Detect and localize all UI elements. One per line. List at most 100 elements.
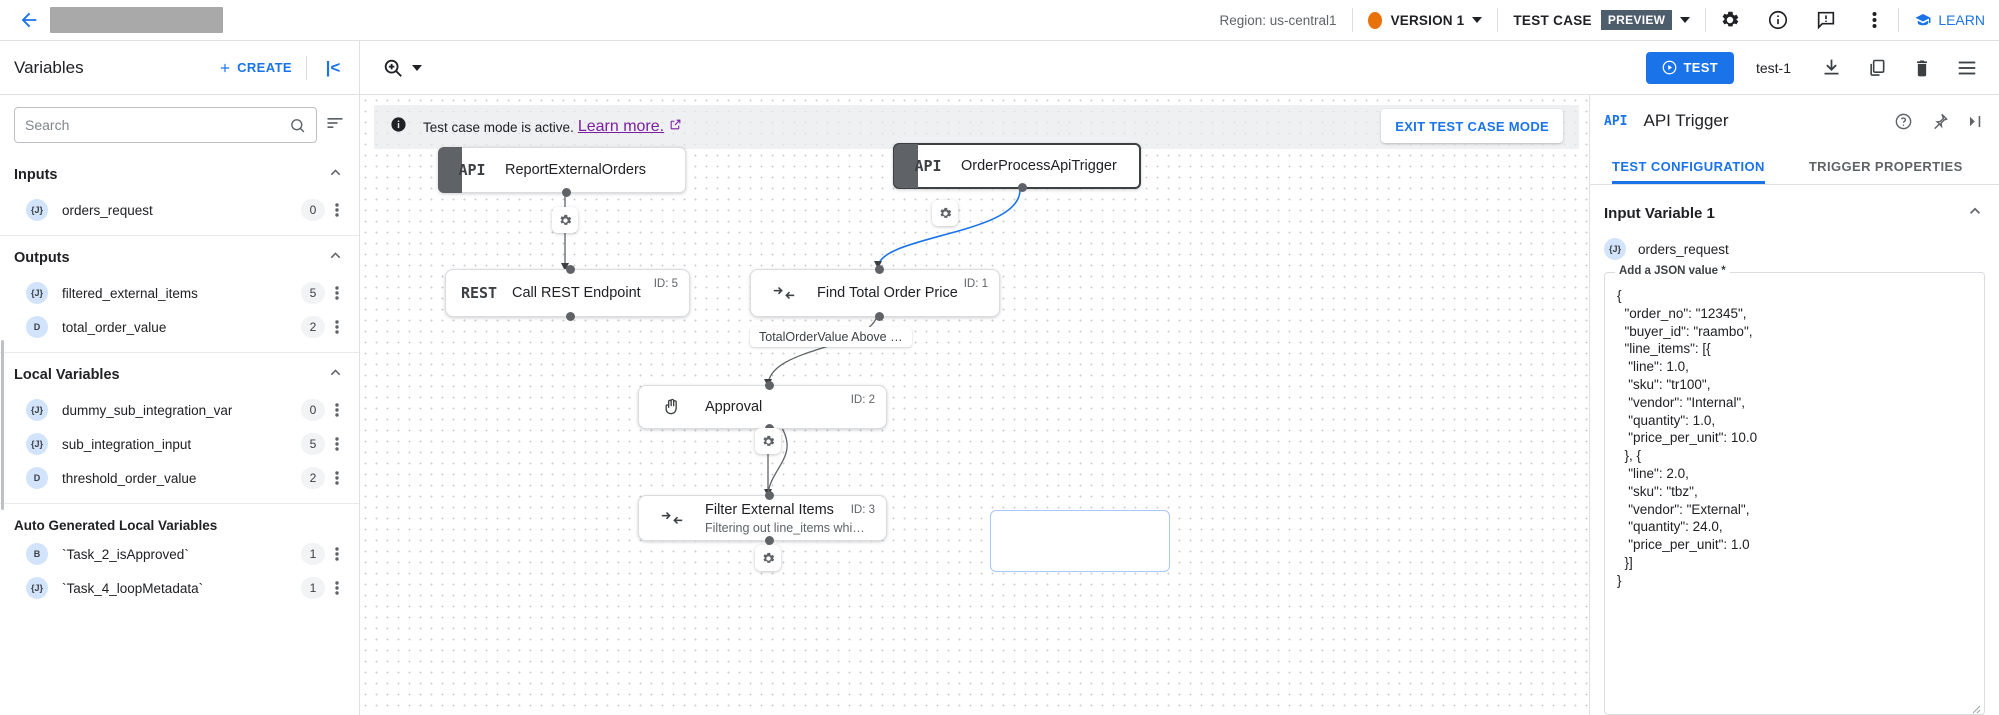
- tab-trigger-properties[interactable]: TRIGGER PROPERTIES: [1808, 159, 1963, 174]
- node-id-badge: ID: 3: [850, 504, 875, 516]
- back-arrow-icon[interactable]: [14, 5, 44, 35]
- info-icon[interactable]: [1754, 0, 1802, 40]
- chevron-up-icon[interactable]: [326, 246, 345, 270]
- auto-generated-title: Auto Generated Local Variables: [14, 518, 218, 533]
- node-approval[interactable]: Approval ID: 2: [638, 381, 887, 433]
- kebab-icon[interactable]: [325, 580, 349, 596]
- chevron-up-icon[interactable]: [1965, 201, 1985, 226]
- search-row: [0, 95, 359, 153]
- node-input-port[interactable]: [765, 381, 774, 390]
- variable-type-badge: D: [26, 316, 48, 338]
- node-input-port[interactable]: [566, 265, 575, 274]
- collapse-sidebar-button[interactable]: |<: [325, 57, 341, 77]
- learn-link[interactable]: LEARN: [1899, 11, 1985, 29]
- panel-tabs: TEST CONFIGURATION TRIGGER PROPERTIES: [1590, 147, 1999, 185]
- node-filter-external-items[interactable]: Filter External Items Filtering out line…: [638, 491, 887, 545]
- test-case-selector[interactable]: TEST CASE PREVIEW: [1498, 0, 1705, 40]
- node-output-port[interactable]: [875, 312, 884, 321]
- chevron-up-icon[interactable]: [326, 163, 345, 187]
- variable-row[interactable]: D total_order_value 2: [0, 310, 359, 344]
- create-label: CREATE: [237, 60, 292, 75]
- pin-icon[interactable]: [1921, 103, 1957, 139]
- node-output-port[interactable]: [562, 188, 571, 197]
- search-input[interactable]: [25, 117, 289, 133]
- json-value-field[interactable]: Add a JSON value * { "order_no": "12345"…: [1604, 265, 1985, 715]
- node-find-total-order-price[interactable]: Find Total Order Price ID: 1: [750, 265, 1000, 321]
- resize-handle[interactable]: [1971, 701, 1981, 714]
- section-header[interactable]: Inputs: [0, 153, 359, 193]
- redacted-title-block: [50, 7, 223, 33]
- node-output-port[interactable]: [1018, 183, 1027, 192]
- node-input-port[interactable]: [765, 491, 774, 500]
- search-icon: [291, 118, 305, 132]
- input-variable-section-header[interactable]: Input Variable 1: [1590, 185, 1999, 234]
- integration-canvas[interactable]: Test case mode is active. Learn more. EX…: [360, 95, 1589, 715]
- edge-condition-label[interactable]: TotalOrderValue Above …: [750, 327, 912, 347]
- node-output-port[interactable]: [765, 536, 774, 545]
- kebab-icon[interactable]: [325, 202, 349, 218]
- hand-approval-icon: [639, 397, 705, 417]
- copy-icon[interactable]: [1854, 45, 1899, 90]
- variable-row[interactable]: D threshold_order_value 2: [0, 461, 359, 495]
- sort-icon[interactable]: [325, 113, 345, 138]
- chevron-down-icon: [1472, 17, 1483, 23]
- variable-row[interactable]: {J} dummy_sub_integration_var 0: [0, 393, 359, 427]
- learn-more-link[interactable]: Learn more.: [577, 118, 665, 135]
- chevron-up-icon[interactable]: [326, 363, 345, 387]
- node-title: Find Total Order Price: [817, 285, 958, 301]
- kebab-icon[interactable]: [1850, 0, 1898, 40]
- section-header[interactable]: Outputs: [0, 236, 359, 276]
- node-call-rest-endpoint[interactable]: REST Call REST Endpoint ID: 5: [445, 265, 690, 321]
- zoom-control[interactable]: [382, 57, 422, 79]
- banner-text: Test case mode is active.: [423, 119, 574, 135]
- help-icon[interactable]: [1885, 103, 1921, 139]
- chevron-down-icon: [412, 64, 422, 71]
- json-value-text[interactable]: { "order_no": "12345", "buyer_id": "raam…: [1617, 288, 1758, 588]
- list-menu-icon[interactable]: [1944, 45, 1989, 90]
- kebab-icon[interactable]: [325, 285, 349, 301]
- node-report-external-orders[interactable]: API ReportExternalOrders: [438, 147, 686, 197]
- kebab-icon[interactable]: [325, 436, 349, 452]
- kebab-icon[interactable]: [325, 546, 349, 562]
- panel-title: API Trigger: [1643, 111, 1729, 130]
- kebab-icon[interactable]: [325, 402, 349, 418]
- gear-icon[interactable]: [755, 545, 781, 571]
- node-title: Filter External Items: [705, 502, 834, 518]
- node-subtitle: Filtering out line_items whi…: [705, 521, 865, 535]
- variable-name: total_order_value: [62, 319, 167, 335]
- search-box[interactable]: [14, 107, 317, 143]
- variable-type-badge: {J}: [1604, 238, 1626, 260]
- input-variable-row[interactable]: {J} orders_request: [1590, 234, 1999, 266]
- test-button[interactable]: TEST: [1645, 51, 1734, 84]
- exit-test-case-mode-button[interactable]: EXIT TEST CASE MODE: [1381, 109, 1563, 143]
- gear-icon[interactable]: [932, 200, 958, 226]
- kebab-icon[interactable]: [325, 319, 349, 335]
- feedback-icon[interactable]: [1802, 0, 1850, 40]
- variable-row[interactable]: {J} sub_integration_input 5: [0, 427, 359, 461]
- api-icon: API: [458, 161, 486, 179]
- variable-count: 2: [301, 467, 325, 489]
- node-input-port[interactable]: [875, 265, 884, 274]
- gear-icon[interactable]: [755, 428, 781, 454]
- variable-row[interactable]: {J} `Task_4_loopMetadata` 1: [0, 571, 359, 605]
- external-link-icon[interactable]: [669, 118, 682, 136]
- node-output-port[interactable]: [566, 312, 575, 321]
- node-order-process-api-trigger[interactable]: API OrderProcessApiTrigger: [893, 143, 1141, 192]
- top-bar-right: Region: us-central1 VERSION 1 TEST CASE …: [1204, 0, 1985, 40]
- variable-row[interactable]: {J} orders_request 0: [0, 193, 359, 227]
- variable-row[interactable]: {J} filtered_external_items 5: [0, 276, 359, 310]
- kebab-icon[interactable]: [325, 470, 349, 486]
- data-mapping-icon: [751, 285, 817, 301]
- section-header[interactable]: Local Variables: [0, 353, 359, 393]
- gear-icon[interactable]: [552, 207, 578, 233]
- gear-icon[interactable]: [1706, 0, 1754, 40]
- version-selector[interactable]: VERSION 1: [1353, 0, 1498, 40]
- chevron-down-icon: [1680, 17, 1691, 23]
- variable-row[interactable]: B `Task_2_isApproved` 1: [0, 537, 359, 571]
- collapse-right-icon[interactable]: [1957, 103, 1993, 139]
- create-variable-button[interactable]: CREATE: [218, 60, 292, 75]
- tab-test-configuration[interactable]: TEST CONFIGURATION: [1612, 147, 1765, 184]
- trash-icon[interactable]: [1899, 45, 1944, 90]
- download-icon[interactable]: [1809, 45, 1854, 90]
